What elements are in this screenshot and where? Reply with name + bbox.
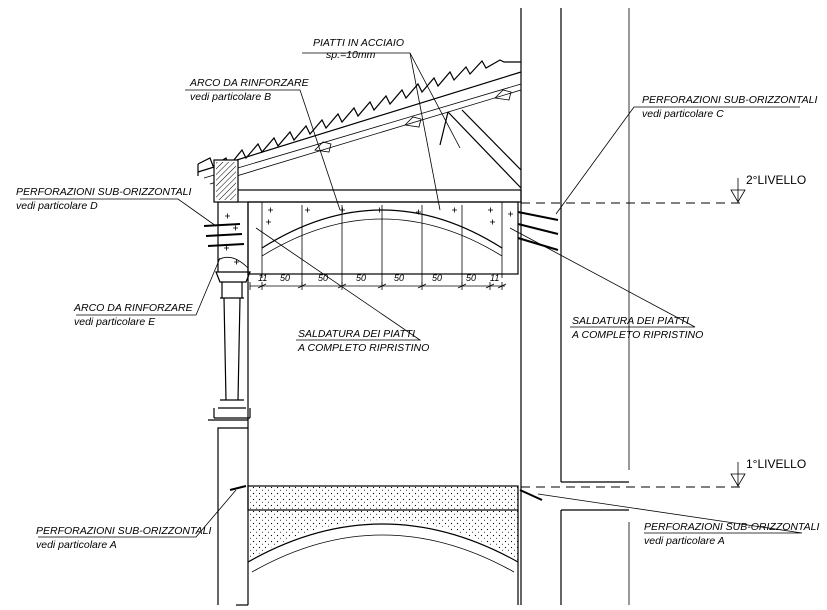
left-pier <box>203 202 251 420</box>
label-sald-1-ref: A COMPLETO RIPRISTINO <box>297 342 429 354</box>
annotation-labels: PIATTI IN ACCIAIO sp.=10mm ARCO DA RINFO… <box>16 37 819 551</box>
level-marker-1 <box>730 462 746 487</box>
level-lines <box>521 178 746 488</box>
label-perf-a-right-title: PERFORAZIONI SUB-ORIZZONTALI <box>644 521 819 533</box>
level-label-second: 2°LIVELLO <box>746 173 806 187</box>
level-label-first: 1°LIVELLO <box>746 457 806 471</box>
label-perf-d-ref: vedi particolare D <box>16 200 98 212</box>
label-sald-1-title: SALDATURA DEI PIATTI <box>298 328 415 340</box>
dim-3: 50 <box>318 273 328 283</box>
label-sald-2-title: SALDATURA DEI PIATTI <box>572 315 689 327</box>
lower-structure <box>208 419 519 606</box>
leader-lines <box>20 52 803 538</box>
right-wall <box>520 8 630 605</box>
dim-1: 11 <box>258 273 267 283</box>
dim-8: 11 <box>490 273 499 283</box>
dimension-chain: 11 50 50 50 50 50 50 11 <box>249 273 507 290</box>
dim-7: 50 <box>466 273 476 283</box>
label-perf-a-left-ref: vedi particolare A <box>36 539 117 551</box>
label-perf-a-right-ref: vedi particolare A <box>644 535 725 547</box>
label-arco-b-ref: vedi particolare B <box>190 91 271 103</box>
label-perf-a-left-title: PERFORAZIONI SUB-ORIZZONTALI <box>36 525 211 537</box>
label-arco-e-ref: vedi particolare E <box>74 316 156 328</box>
roof <box>197 59 522 203</box>
dim-2: 50 <box>280 273 290 283</box>
dim-6: 50 <box>432 273 442 283</box>
drill-marks-right <box>229 211 559 501</box>
dim-5: 50 <box>394 273 404 283</box>
level-marker-2 <box>730 178 746 203</box>
label-perf-c-ref: vedi particolare C <box>642 108 724 120</box>
label-perf-c-title: PERFORAZIONI SUB-ORIZZONTALI <box>642 94 817 106</box>
label-piatti-title: PIATTI IN ACCIAIO <box>313 37 404 49</box>
label-sald-2-ref: A COMPLETO RIPRISTINO <box>571 329 703 341</box>
upper-arch <box>247 201 519 285</box>
label-arco-e-title: ARCO DA RINFORZARE <box>73 302 194 314</box>
label-piatti-sp: sp.=10mm <box>326 49 376 61</box>
label-arco-b-title: ARCO DA RINFORZARE <box>189 77 310 89</box>
dim-4: 50 <box>356 273 366 283</box>
label-perf-d-title: PERFORAZIONI SUB-ORIZZONTALI <box>16 186 191 198</box>
